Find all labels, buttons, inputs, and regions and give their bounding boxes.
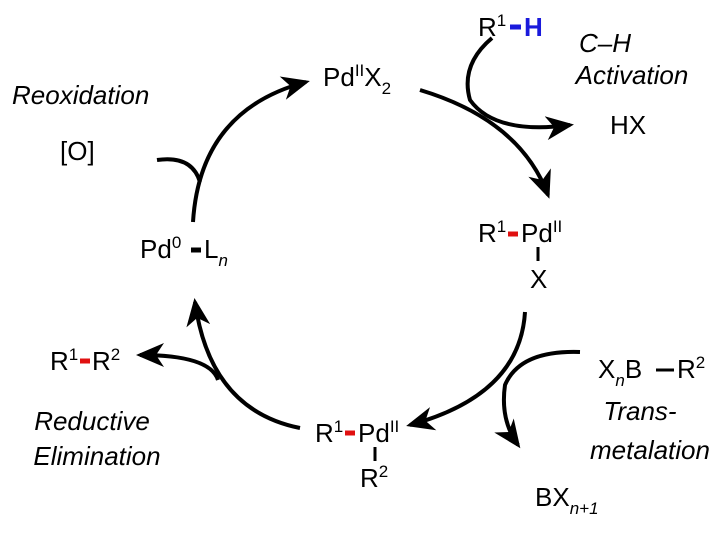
xnbr2-r2: R2: [677, 353, 705, 384]
r1r2-r2: R2: [92, 345, 120, 376]
pd0ln-pd: Pd0: [140, 233, 181, 264]
arrow-oxidant-in: [156, 157, 202, 183]
arc-reoxidation: [191, 76, 310, 223]
arrow-boronate-in: [494, 349, 581, 449]
pd0ln-l: Ln: [204, 234, 228, 270]
ch-activation-line1: C–H: [579, 28, 631, 58]
pd2x2-label: PdIIX2: [323, 61, 391, 98]
transmetalation-line2: metalation: [590, 435, 710, 465]
transmetalation-line1: Trans-: [603, 396, 677, 426]
ch-activation-line2: Activation: [574, 60, 689, 90]
r1h-hydrogen: H: [524, 12, 543, 42]
arc-reductive-elimination: [186, 298, 301, 430]
reductive-elimination-line1: Reductive: [34, 406, 150, 436]
r1pd2r2-r2: R2: [360, 462, 388, 493]
bxn1-label: BXn+1: [535, 482, 599, 518]
arc-transmetalation: [406, 311, 527, 431]
r1r2-r1: R1: [50, 345, 78, 376]
r1pd2r2-r1: R1: [315, 417, 343, 448]
arrow-product-out: [136, 343, 220, 381]
r1pd2x-pd: PdII: [521, 217, 562, 248]
arrow-r1h-in: [465, 36, 574, 141]
r1pd2x-r1: R1: [478, 217, 506, 248]
oxidant-label: [O]: [60, 136, 95, 166]
r1h-label: R1: [478, 11, 506, 42]
r1pd2x-x: X: [530, 264, 547, 294]
xnbr2-label: XnB: [598, 354, 642, 390]
hx-label: HX: [610, 110, 646, 140]
reductive-elimination-line2: Elimination: [33, 441, 160, 471]
r1pd2r2-pd: PdII: [358, 417, 399, 448]
reoxidation-label: Reoxidation: [12, 80, 149, 110]
arc-ch-activation: [419, 88, 551, 199]
